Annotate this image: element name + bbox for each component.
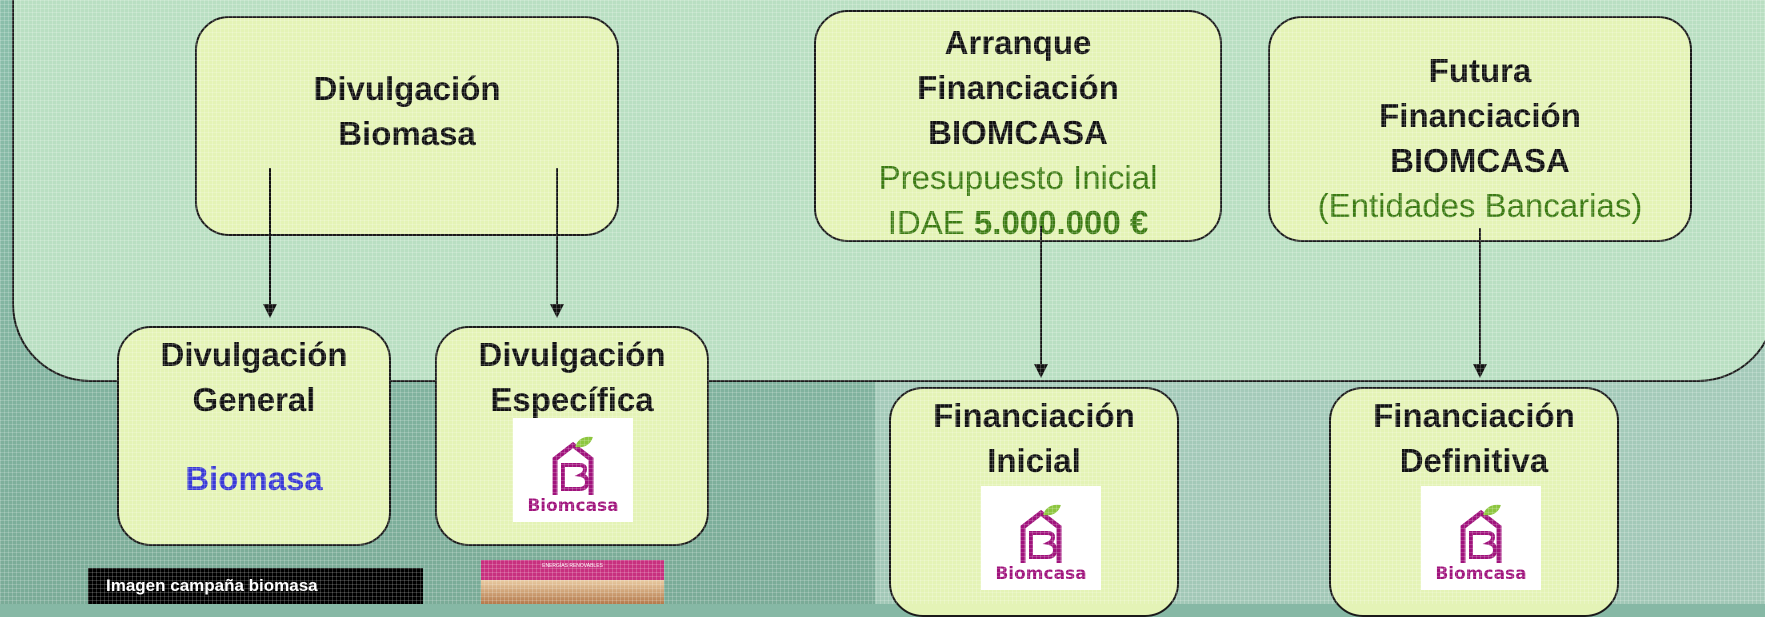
box-divulgacion-general: Divulgación General Biomasa <box>117 326 391 546</box>
box-line: Divulgación <box>313 70 501 107</box>
box-divulgacion-biomasa: Divulgación Biomasa <box>195 16 619 236</box>
biomcasa-house-icon <box>1460 504 1502 563</box>
box-line: General <box>192 381 316 418</box>
campaign-image-caption: Imagen campaña biomasa <box>88 568 423 604</box>
box-line: Biomasa <box>338 115 476 152</box>
box-line: Divulgación <box>478 336 666 373</box>
biomcasa-logo: Biomcasa <box>1421 486 1541 590</box>
box-line: Divulgación <box>160 336 348 373</box>
idae-label: IDAE <box>887 204 974 241</box>
box-line: Arranque <box>944 24 1092 61</box>
box-line: BIOMCASA <box>1390 142 1570 179</box>
box-line-budget: Presupuesto Inicial <box>878 159 1158 196</box>
box-line: BIOMCASA <box>928 114 1108 151</box>
biomcasa-house-icon <box>552 436 594 495</box>
logo-text: Biomcasa <box>995 564 1087 584</box>
box-line: Financiación <box>933 397 1135 434</box>
logo-text: Biomcasa <box>527 496 619 516</box>
biomcasa-logo: Biomcasa <box>981 486 1101 590</box>
biomcasa-house-icon <box>1020 504 1062 563</box>
arrow-to-definitiva <box>1473 228 1487 378</box>
box-line-amount: IDAE 5.000.000 € <box>816 200 1220 245</box>
biomcasa-logo: Biomcasa <box>513 418 633 522</box>
logo-text: Biomcasa <box>1435 564 1527 584</box>
box-line: Específica <box>490 381 654 418</box>
biomasa-label: Biomasa <box>185 460 323 497</box>
box-line-entidades: (Entidades Bancarias) <box>1317 187 1643 224</box>
box-line: Definitiva <box>1399 442 1549 479</box>
box-line: Inicial <box>987 442 1081 479</box>
box-line: Financiación <box>1373 397 1575 434</box>
budget-amount: 5.000.000 € <box>973 204 1149 241</box>
box-line: Financiación <box>1379 97 1581 134</box>
brochure-thumbnail: ENERGÍAS RENOVABLES <box>481 560 664 604</box>
arrow-to-especifica <box>550 168 564 318</box>
arrow-to-general <box>263 168 277 318</box>
arrow-to-inicial <box>1034 226 1048 378</box>
box-arranque-financiacion: Arranque Financiación BIOMCASA Presupues… <box>814 10 1222 242</box>
box-futura-financiacion: Futura Financiación BIOMCASA (Entidades … <box>1268 16 1692 242</box>
box-line: Financiación <box>917 69 1119 106</box>
brochure-caption: ENERGÍAS RENOVABLES <box>542 563 603 569</box>
box-line: Futura <box>1428 52 1532 89</box>
